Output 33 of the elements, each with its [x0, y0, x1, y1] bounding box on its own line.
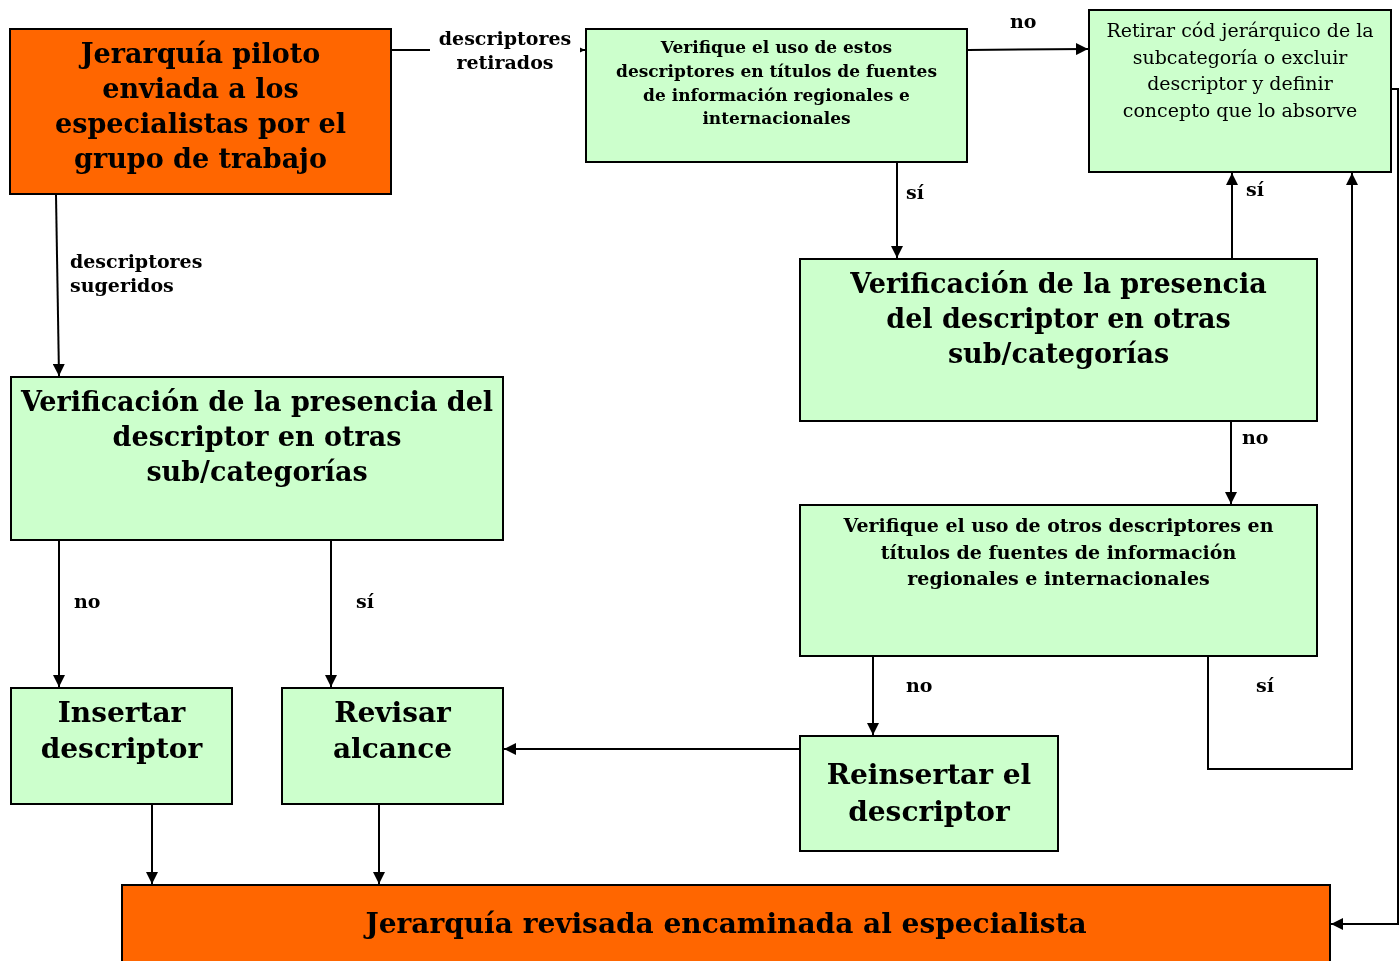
box-text: Verificación de la presencia del descriptor en otras sub/categorías: [849, 267, 1268, 372]
box-text: Verifique el uso de otros descriptores en títulos de fuentes de información regionales e internacionales: [842, 513, 1275, 592]
process-box: [10, 687, 233, 805]
process-box: [121, 884, 1331, 961]
process-box: [1088, 9, 1392, 173]
arrow: [52, 194, 65, 377]
box-text: Verificación de la presencia del descriptor en otras sub/categorías: [20, 385, 494, 490]
process-box: [799, 258, 1318, 422]
arrow: [503, 743, 800, 755]
arrow: [325, 540, 337, 688]
process-box: [585, 28, 968, 163]
arrow: [1207, 172, 1358, 770]
arrow: [1226, 172, 1238, 259]
arrow: [1225, 421, 1237, 505]
process-box: [281, 687, 504, 805]
process-box: [799, 504, 1318, 657]
arrow: [373, 804, 385, 885]
box-text: Jerarquía revisada encaminada al especialista: [365, 905, 1087, 942]
arrow: [967, 43, 1089, 56]
box-text: Revisar alcance: [331, 695, 454, 768]
arrow: [891, 162, 903, 259]
process-box: [10, 376, 504, 541]
process-box: [9, 28, 392, 195]
arrow: [1330, 88, 1399, 930]
arrow: [867, 656, 879, 736]
box-text: Verifique el uso de estos descriptores en títulos de fuentes de información regionales e internacionales: [615, 36, 938, 131]
arrow: [146, 804, 158, 885]
box-text: Insertar descriptor: [39, 695, 204, 768]
arrow: [53, 540, 65, 688]
box-text: Retirar cód jerárquico de la subcategoría o excluir descriptor y definir concepto que lo absorve: [1105, 18, 1375, 123]
box-text: Jerarquía piloto enviada a los especialistas por el grupo de trabajo: [54, 37, 347, 177]
process-box: [799, 735, 1059, 852]
box-text: Reinsertar el descriptor: [825, 757, 1033, 830]
